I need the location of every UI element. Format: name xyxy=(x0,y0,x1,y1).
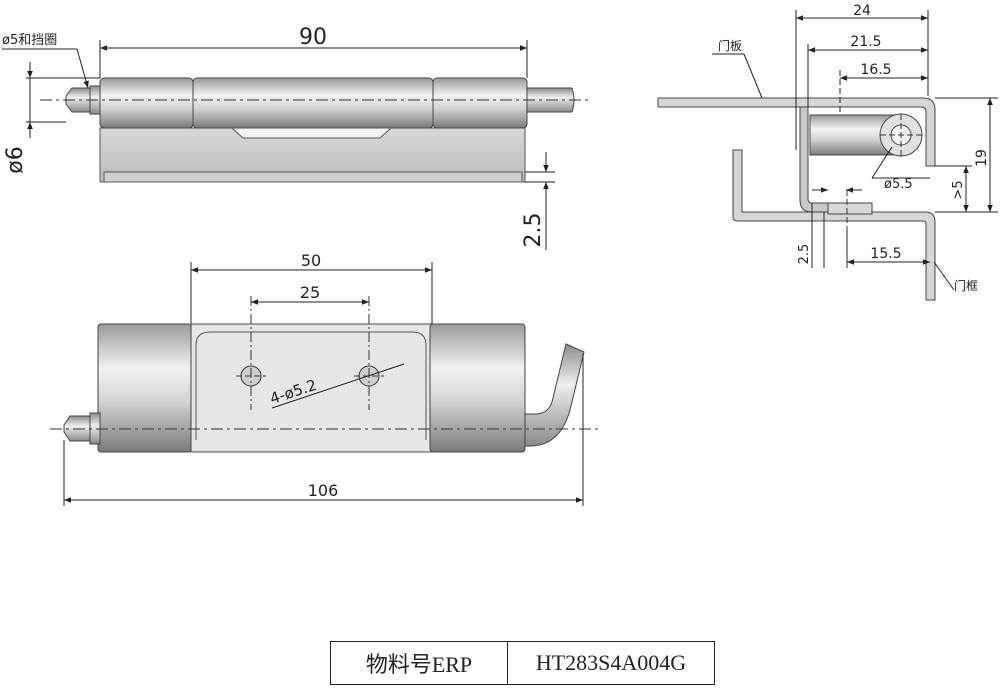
dim-90-label: 90 xyxy=(299,25,327,50)
dim-25-label: 25 xyxy=(300,283,320,302)
dim-5-5-label: ø5.5 xyxy=(884,177,913,192)
label-door-panel: 门板 xyxy=(718,38,742,53)
dim-16-5-label: 16.5 xyxy=(860,62,891,78)
front-leaf-recess xyxy=(195,331,427,440)
dim-24-label: 24 xyxy=(853,3,871,19)
top-view: 90 ø5和挡圈 ø6 2.5 xyxy=(2,25,590,250)
dim-thickness-label: 2.5 xyxy=(521,213,546,248)
dim-15-5-label: 15.5 xyxy=(870,246,901,262)
front-bent-pin xyxy=(524,343,585,447)
knuckle-right xyxy=(432,77,528,129)
door-panel xyxy=(657,97,936,167)
side-view: 24 21.5 16.5 门板 19 >5 ø5.5 2.5 xyxy=(657,3,998,301)
dim-50-label: 50 xyxy=(301,251,321,270)
leaf-plate-edge xyxy=(103,171,523,183)
label-door-frame: 门框 xyxy=(954,278,978,293)
front-view: 4-ø5.2 50 25 106 xyxy=(50,251,600,506)
side-screw xyxy=(827,202,873,215)
door-frame xyxy=(732,149,936,301)
dim-106-label: 106 xyxy=(308,481,339,500)
front-knuckle-right xyxy=(429,323,526,453)
dim-diameter-label: ø6 xyxy=(3,146,28,173)
dim-pin-label: ø5和挡圈 xyxy=(2,33,57,48)
knuckle-middle xyxy=(192,77,434,129)
dim-gt5-label: >5 xyxy=(951,180,966,199)
erp-table: 物料号ERP HT283S4A004G xyxy=(330,641,715,685)
dim-2-5-label: 2.5 xyxy=(797,244,812,265)
front-knuckle-left xyxy=(97,323,192,453)
erp-value: HT283S4A004G xyxy=(535,650,687,675)
leaf-recess xyxy=(230,127,393,139)
dim-21-5-label: 21.5 xyxy=(850,34,881,50)
dim-19-label: 19 xyxy=(974,149,990,167)
erp-label: 物料号ERP xyxy=(331,642,508,684)
knuckle-left xyxy=(99,77,194,129)
